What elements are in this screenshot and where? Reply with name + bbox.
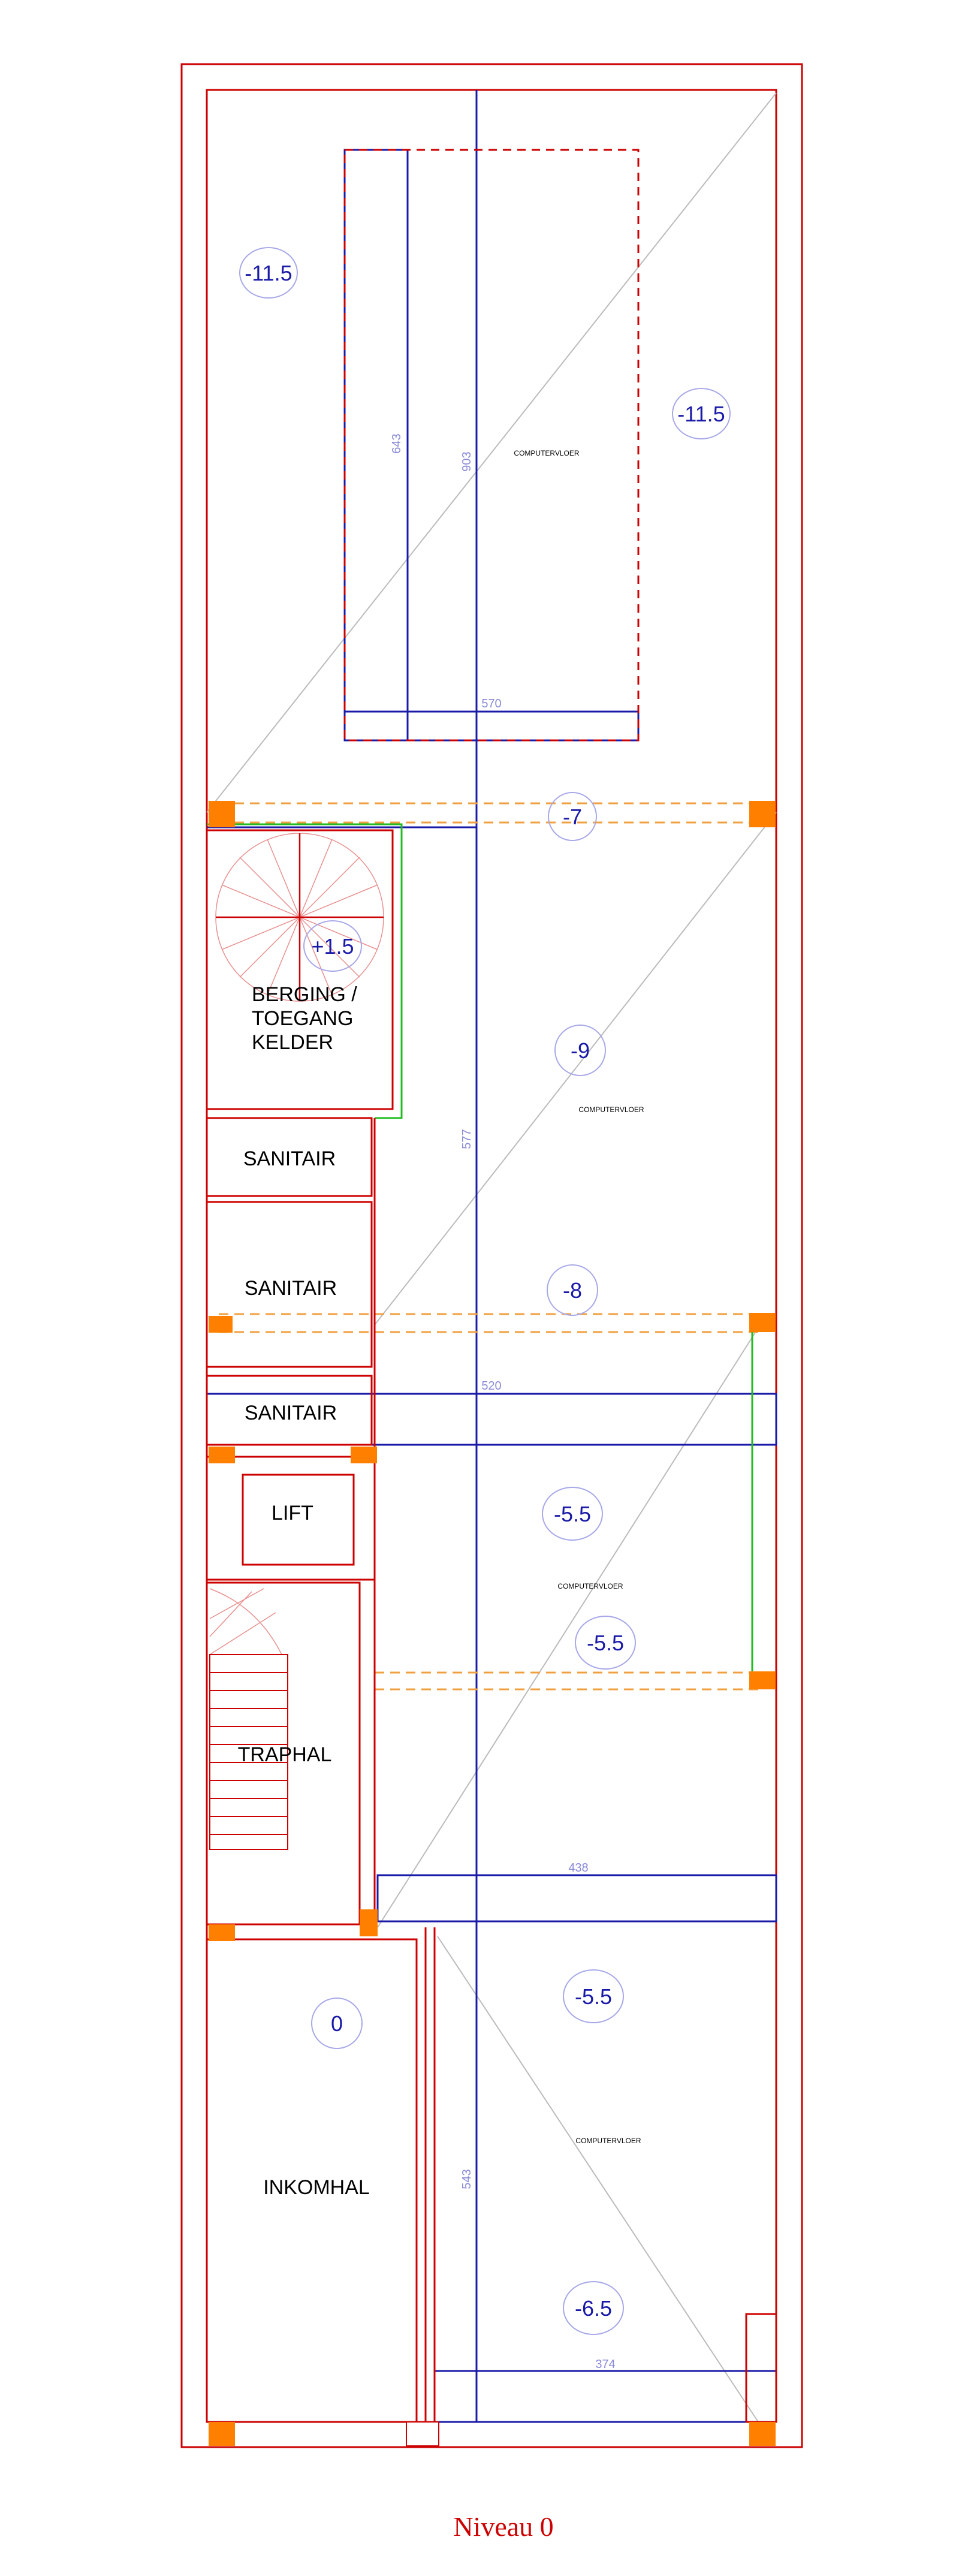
room-label-sanitair-2: SANITAIR [245, 1277, 337, 1300]
guide-line [377, 1327, 759, 1928]
level-value: -11.5 [245, 261, 292, 285]
level-value: -5.5 [554, 1502, 591, 1526]
column [360, 1909, 378, 1936]
stair-curve [209, 1588, 282, 1655]
level-values: -11.5 -11.5 -7 +1.5 -9 -8 -5.5 -5.5 0 -5… [245, 261, 725, 2321]
dimension-labels: 643 903 570 577 520 438 543 374 [390, 433, 616, 2371]
level-circle [547, 1264, 598, 1316]
column [209, 2422, 235, 2446]
interior-walls [206, 829, 777, 2423]
column [749, 1313, 776, 1332]
dimension-label: 643 [390, 433, 403, 453]
column-box [745, 2313, 777, 2423]
sanitair-room-3 [206, 1375, 373, 1446]
column [209, 801, 235, 827]
column [351, 1447, 377, 1463]
column [749, 1671, 776, 1689]
level-circle [239, 247, 298, 299]
stair-axes [216, 833, 384, 1001]
pit-outline [343, 149, 640, 742]
stair-treads [209, 1654, 288, 1850]
level-circle [563, 2281, 624, 2335]
room-label-sanitair-1: SANITAIR [243, 1147, 336, 1170]
level-markers [239, 247, 731, 2335]
blue-strip [376, 1874, 777, 1923]
beams [219, 802, 764, 1691]
columns [209, 801, 776, 2446]
blue-pit-bottom [343, 710, 640, 742]
dimension-label: 543 [460, 2169, 474, 2189]
dimension-label: 520 [481, 1379, 501, 1393]
column [749, 2422, 776, 2446]
dimension-label: 438 [568, 1861, 588, 1875]
dimension-label: 903 [460, 451, 474, 471]
dimension-label: 374 [595, 2358, 615, 2371]
note-computervloer: COMPUTERVLOER [557, 1582, 623, 1590]
level-value: -5.5 [575, 1984, 612, 2009]
guide-line [374, 812, 777, 1325]
inner-wall-outline [206, 89, 777, 2423]
note-computervloer: COMPUTERVLOER [575, 2137, 641, 2145]
stair-flight [209, 1654, 288, 1850]
level-circle [311, 1997, 363, 2049]
outer-wall-outline [180, 63, 803, 2448]
wall-stubs [406, 2421, 439, 2447]
berging-room [206, 829, 394, 1110]
column [209, 1924, 235, 1941]
lift-shaft [206, 1456, 376, 1581]
room-label-toegang: TOEGANG [252, 1007, 353, 1030]
traphal-room [206, 1581, 361, 1926]
sanitair-room-2 [206, 1201, 373, 1368]
guide-line [437, 1936, 759, 2423]
level-value: -7 [563, 805, 582, 829]
stair-step [209, 1588, 264, 1619]
blue-lines [206, 90, 777, 2423]
guide-lines [206, 92, 777, 2423]
level-value: -5.5 [587, 1631, 624, 1655]
dimension-label: 577 [460, 1129, 474, 1149]
note-computervloer: COMPUTERVLOER [578, 1105, 644, 1114]
sanitair-room-1 [206, 1117, 373, 1197]
wall-stub [406, 2421, 439, 2447]
dimension-label: 570 [481, 697, 501, 710]
room-labels: BERGING / TOEGANG KELDER SANITAIR SANITA… [238, 983, 370, 2199]
level-value: -8 [563, 1278, 582, 1303]
stair-step [209, 1591, 252, 1637]
inkomhal-room [206, 1938, 418, 2423]
room-label-inkomhal: INKOMHAL [263, 2176, 370, 2199]
note-computervloer: COMPUTERVLOER [514, 449, 579, 457]
level-value: -9 [571, 1038, 590, 1063]
green-lines [207, 823, 753, 1682]
level-circle [672, 388, 731, 439]
room-label-berging: BERGING / [252, 983, 357, 1006]
floor-notes: COMPUTERVLOER COMPUTERVLOER COMPUTERVLOE… [514, 449, 644, 2145]
blue-strip [433, 2370, 777, 2423]
level-circle [303, 920, 362, 972]
column [209, 1447, 235, 1463]
level-value: 0 [331, 2011, 343, 2036]
level-circle [548, 792, 597, 841]
lift-car [242, 1474, 355, 1566]
room-label-lift: LIFT [272, 1502, 313, 1524]
level-circle [563, 1969, 624, 2023]
column [749, 801, 776, 827]
guide-line [206, 92, 777, 813]
level-circle [542, 1487, 603, 1541]
plan-caption: Niveau 0 [453, 2511, 553, 2542]
green-outline [207, 823, 403, 1119]
level-circle [575, 1616, 636, 1670]
room-label-kelder: KELDER [252, 1031, 333, 1054]
room-label-traphal: TRAPHAL [238, 1743, 332, 1766]
traphal-staircase [209, 1588, 282, 1655]
level-value: +1.5 [311, 934, 354, 959]
room-label-sanitair-3: SANITAIR [245, 1402, 337, 1424]
column [209, 1316, 233, 1333]
level-value: -6.5 [575, 2296, 612, 2321]
level-circle [554, 1025, 606, 1076]
stair-step [209, 1612, 276, 1655]
level-value: -11.5 [677, 402, 725, 426]
